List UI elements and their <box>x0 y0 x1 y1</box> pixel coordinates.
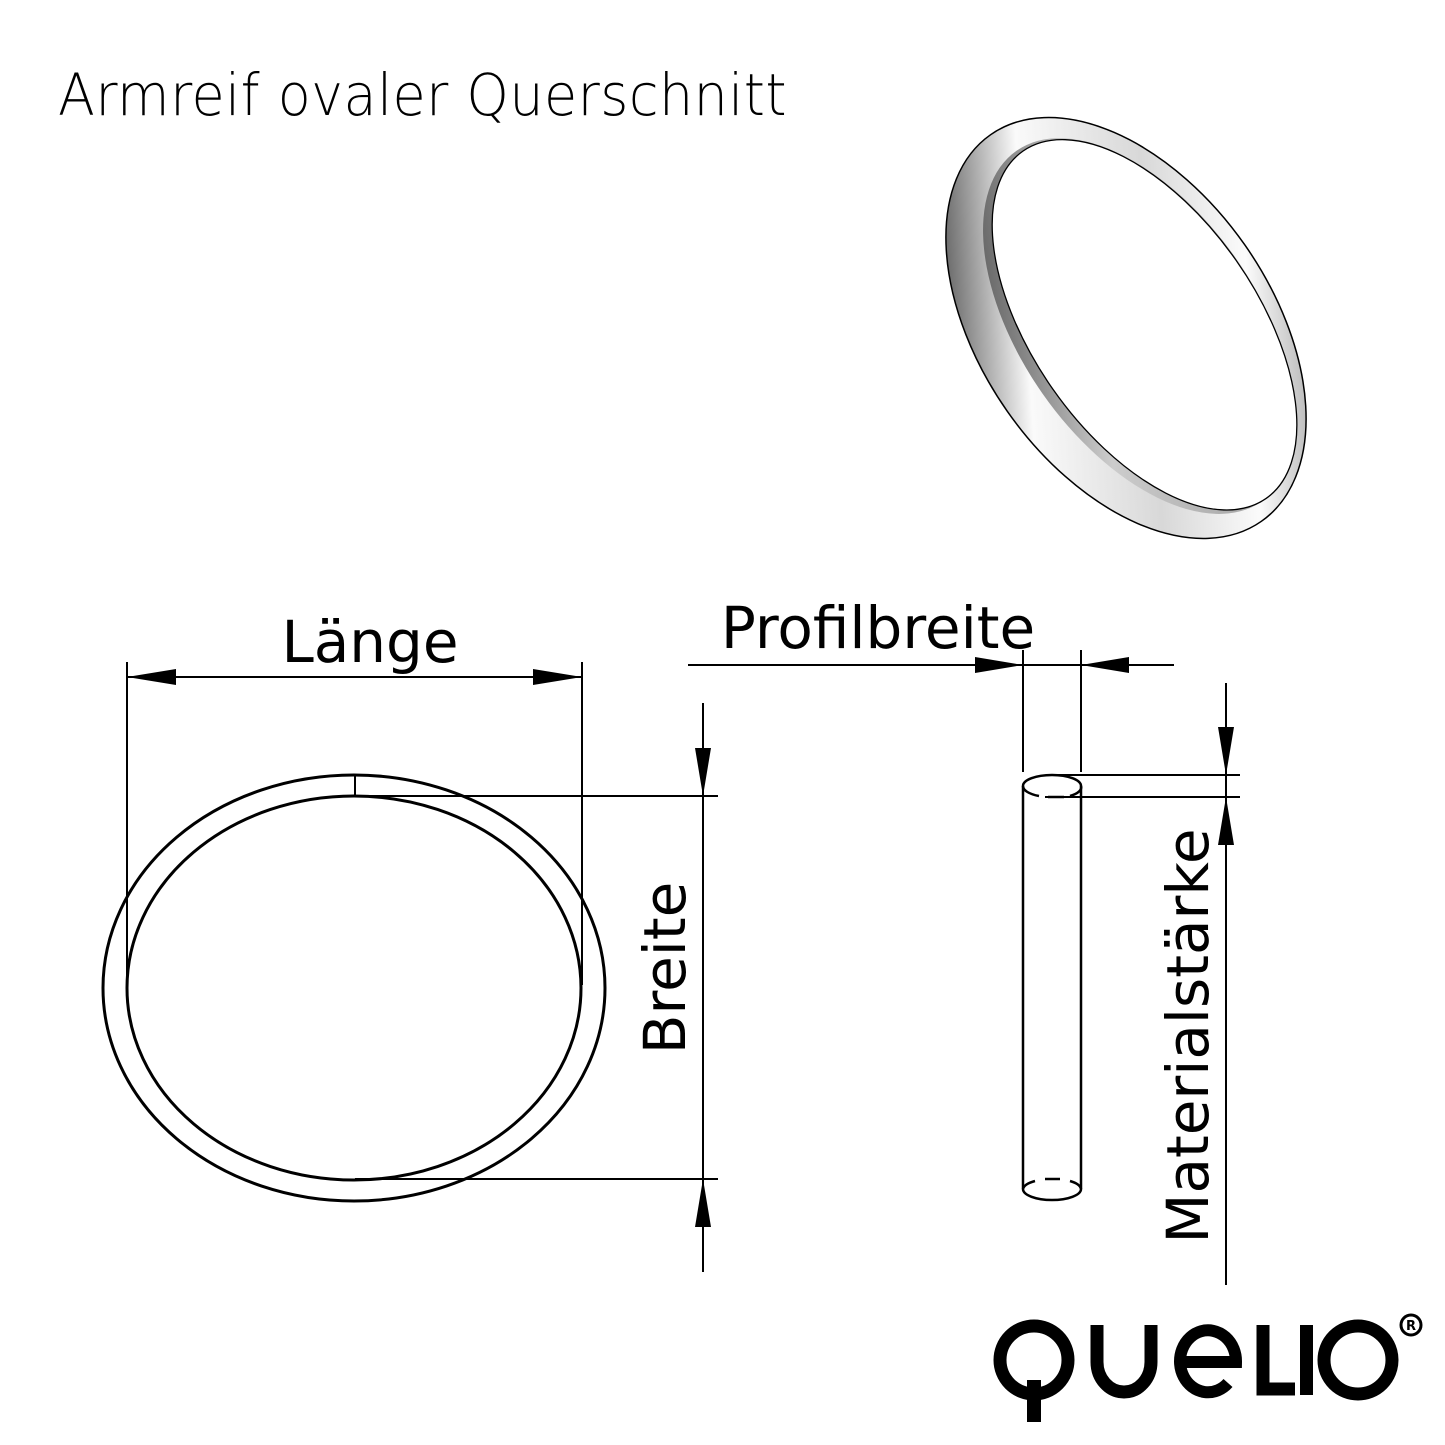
bangle-outline-drawing <box>101 773 607 1203</box>
material-thickness-dimension <box>1045 683 1240 1285</box>
width-label: Breite <box>631 882 699 1055</box>
page-title: Armreif ovaler Querschnitt <box>58 61 787 129</box>
bangle-3d-illustration <box>945 116 1307 540</box>
svg-text:R: R <box>1406 1319 1416 1334</box>
profile-width-label: Profilbreite <box>721 594 1035 662</box>
profile-cylinder-drawing <box>1021 773 1083 1202</box>
width-dimension <box>355 703 718 1272</box>
length-dimension <box>126 662 583 985</box>
brand-logo: R <box>993 1313 1423 1422</box>
profile-width-dimension <box>688 650 1174 772</box>
outer-ellipse <box>101 773 607 1203</box>
material-thickness-label: Materialstärke <box>1154 828 1222 1243</box>
length-label: Länge <box>281 608 458 676</box>
inner-ellipse <box>125 794 583 1182</box>
